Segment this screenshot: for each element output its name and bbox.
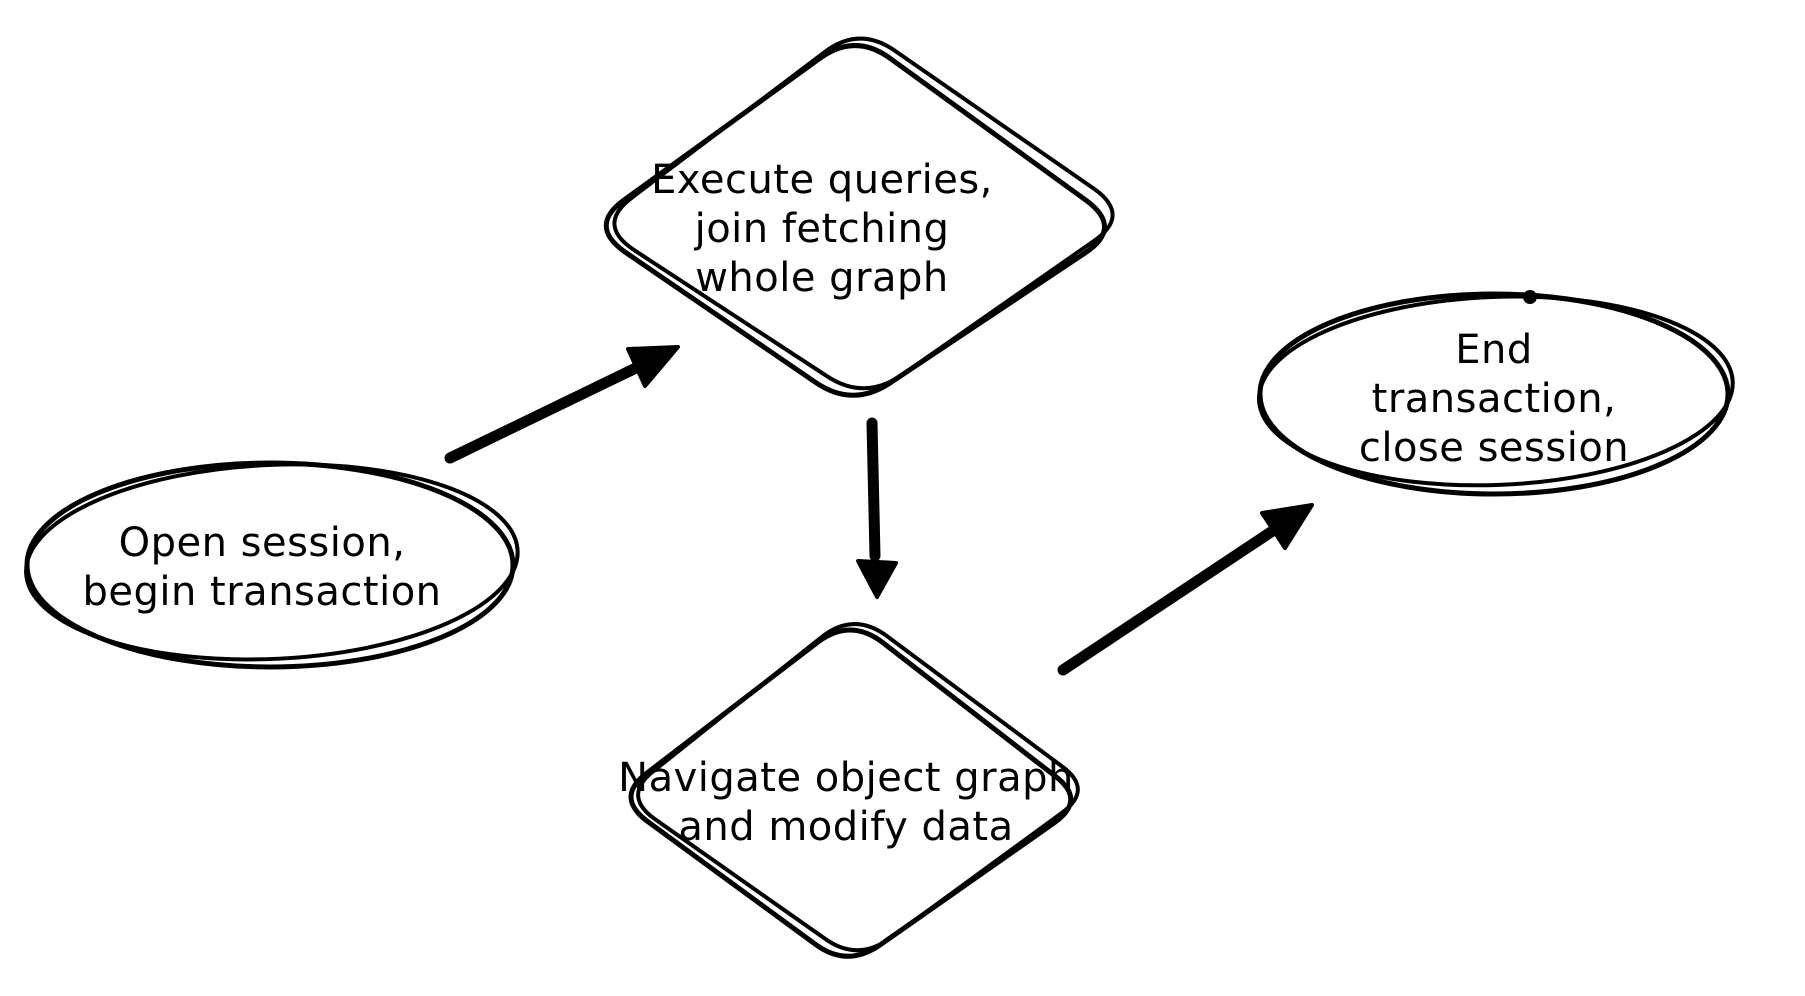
ink-dot (1523, 290, 1537, 304)
arrow-open-to-execute[interactable] (444, 345, 680, 464)
node-execute-queries-shape[interactable] (603, 33, 1116, 398)
arrowhead-icon (856, 559, 898, 599)
arrow-navigate-to-end[interactable] (1057, 503, 1314, 676)
arrowhead-icon (626, 345, 680, 388)
node-end-transaction-shape[interactable] (1255, 288, 1736, 497)
node-open-session-shape[interactable] (22, 454, 522, 670)
arrow-execute-to-navigate[interactable] (856, 417, 898, 599)
arrowhead-icon (1260, 503, 1314, 550)
node-navigate-graph-shape[interactable] (628, 620, 1081, 959)
